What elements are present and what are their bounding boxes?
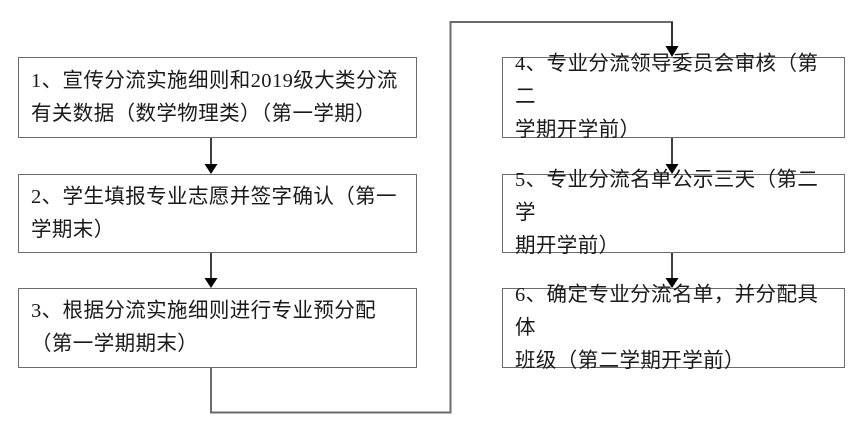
flow-node-4[interactable]: 4、专业分流领导委员会审核（第二 学期开学前） xyxy=(502,53,845,141)
flow-node-3[interactable]: 3、根据分流实施细则进行专业预分配 （第一学期期末） xyxy=(18,288,417,368)
flow-node-2[interactable]: 2、学生填报专业志愿并签字确认（第一 学期末） xyxy=(18,174,417,253)
connector-1-to-2 xyxy=(204,138,218,174)
flow-node-1[interactable]: 1、宣传分流实施细则和2019级大类分流 有关数据（数学物理类）（第一学期） xyxy=(18,57,417,138)
connector-2-to-3 xyxy=(204,253,218,288)
flow-node-4-label: 4、专业分流领导委员会审核（第二 学期开学前） xyxy=(515,53,819,141)
flow-node-1-label: 1、宣传分流实施细则和2019级大类分流 有关数据（数学物理类）（第一学期） xyxy=(31,69,398,125)
flow-node-5[interactable]: 5、专业分流名单公示三天（第二学 期开学前） xyxy=(502,169,845,257)
flow-node-6-label: 6、确定专业分流名单，并分配具体 班级（第二学期开学前） xyxy=(515,283,819,372)
flow-node-3-label: 3、根据分流实施细则进行专业预分配 （第一学期期末） xyxy=(31,300,377,355)
flow-node-5-label: 5、专业分流名单公示三天（第二学 期开学前） xyxy=(515,169,819,257)
flow-node-6[interactable]: 6、确定专业分流名单，并分配具体 班级（第二学期开学前） xyxy=(502,284,845,372)
flow-node-2-label: 2、学生填报专业志愿并签字确认（第一 学期末） xyxy=(31,185,397,241)
